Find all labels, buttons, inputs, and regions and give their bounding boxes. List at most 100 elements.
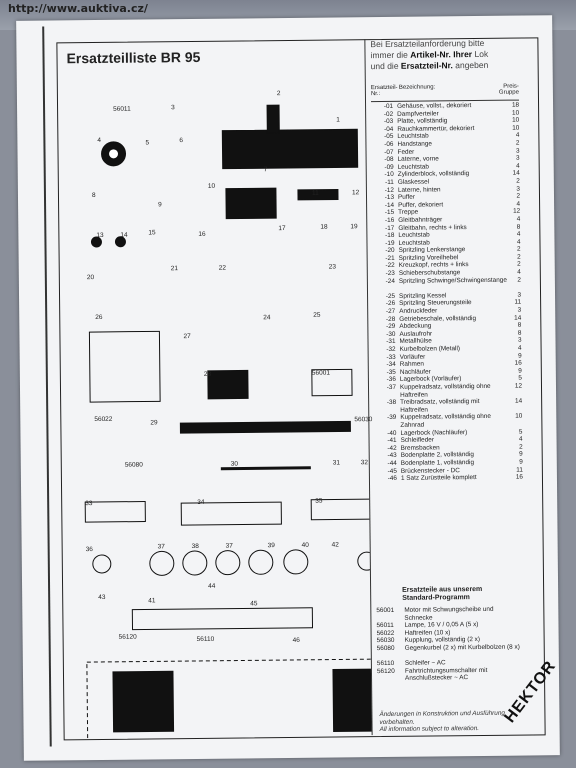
parts-cell-g: 10 (512, 124, 520, 132)
parts-cell-g: 16 (514, 359, 522, 367)
callout-label: 32 (360, 459, 369, 467)
callout-label: 56110 (196, 635, 215, 643)
standard-cell-d: Fahrtrichtungsumschalter mit Anschlußste… (404, 666, 488, 683)
callout-label: 10 (207, 182, 216, 190)
parts-cell-g: 4 (516, 230, 521, 238)
parts-cell-g: 2 (516, 245, 521, 253)
callout-label: 3 (171, 104, 175, 112)
callout-label: 25 (313, 311, 321, 319)
parts-cell-g: 10 (512, 116, 520, 124)
parts-cell-d: Kuppelradsatz, vollständig ohne Haftreif… (399, 382, 491, 399)
callout-label: 15 (148, 229, 156, 237)
callout-label: 27 (183, 333, 191, 341)
watermark-url: http://www.auktiva.cz/ (8, 2, 148, 15)
callout-label: 4 (97, 136, 102, 144)
callout-label: 19 (350, 223, 358, 231)
parts-cell-g: 9 (518, 367, 522, 375)
callout-label: 31 (332, 459, 341, 467)
parts-cell-g: 3 (516, 154, 520, 162)
standard-parts-row: 56001 Motor mit Schwungscheibe und Schnec… (376, 606, 524, 623)
parts-cell-g: 8 (516, 223, 521, 231)
callout-label: 56120 (118, 633, 137, 641)
callout-label: 42 (331, 541, 339, 549)
parts-cell-g: 4 (517, 268, 521, 276)
callout-label: 21 (170, 265, 179, 273)
callout-label: 2 (276, 90, 281, 98)
callout-label: 18 (320, 223, 328, 231)
callout-label: 22 (218, 264, 227, 272)
callout-label: 43 (98, 593, 106, 601)
callout-label: 14 (120, 231, 128, 239)
callout-label: 56022 (94, 415, 113, 424)
valve-gear-sprue (88, 330, 161, 403)
callout-label: 5 (145, 139, 150, 147)
parts-cell-g: 14 (514, 314, 522, 322)
parts-cell-g: 8 (517, 321, 522, 329)
parts-cell-g: 4 (516, 162, 520, 170)
parts-cell-g: 4 (515, 131, 520, 139)
locomotive-body (221, 128, 359, 170)
header-nr: Ersatzteil-Nr.: (370, 84, 398, 98)
callout-label: 38 (191, 542, 199, 551)
parts-cell-n: -46 (387, 474, 397, 483)
callout-label: 33 (85, 500, 93, 508)
parts-cell-g: 2 (517, 276, 521, 284)
exploded-parts-diagram (84, 104, 372, 739)
callout-label: 56011 (113, 105, 131, 113)
parts-cell-g: 5 (518, 374, 522, 382)
standard-cell-d: Motor mit Schwungscheibe und Schnecke (404, 605, 494, 622)
parts-cell-g: 3 (515, 147, 520, 155)
parts-cell-n: -24 (385, 277, 395, 285)
callout-label: 41 (148, 597, 156, 605)
gearbox (207, 369, 249, 400)
parts-cell-g: 2 (515, 139, 520, 147)
standard-cell-n: 56080 (376, 644, 395, 653)
parts-cell-g: 3 (516, 185, 520, 193)
parts-cell-g: 2 (517, 253, 521, 261)
callout-label: 16 (198, 230, 206, 238)
standard-cell-d: Gegenkurbel (2 x) mit Kurbelbolzen (8 x) (404, 643, 520, 652)
parts-cell-d: 1 Satz Zurüstteile komplett (400, 474, 477, 482)
callout-label: 12 (351, 189, 360, 197)
parts-cell-g: 9 (519, 450, 523, 458)
parts-cell-g: 4 (518, 435, 523, 443)
header-desc: Bezeichnung: (398, 84, 436, 91)
callout-label: 37 (157, 543, 165, 551)
parts-cell-g: 9 (518, 352, 522, 360)
callout-label: 35 (315, 497, 323, 505)
parts-cell-d: Treibradsatz, vollständig mit Haftreifen (400, 398, 480, 414)
callout-label: 34 (197, 498, 205, 506)
callout-label: 17 (278, 225, 286, 233)
callout-label: 56030 (354, 416, 373, 424)
callout-label: 6 (179, 137, 184, 145)
order-hint: Bei Ersatzteilanforderung bitte immer di… (370, 37, 489, 72)
callout-label: 40 (301, 541, 309, 549)
footer-note: Änderungen in Konstruktion und Ausführun… (379, 709, 506, 734)
parts-cell-g: 2 (519, 443, 523, 451)
binding-line (42, 26, 52, 747)
callout-label: 24 (263, 314, 271, 322)
header-group: Preis-Gruppe (498, 83, 519, 96)
standard-cell-n: 56001 (376, 606, 395, 615)
parts-cell-g: 14 (512, 169, 520, 177)
wheelsets (92, 549, 372, 576)
cylinder-block (225, 187, 277, 220)
boiler-glass (297, 188, 339, 201)
parts-cell-g: 11 (514, 298, 522, 307)
callout-label: 37 (225, 542, 233, 550)
parts-cell-g: 14 (515, 397, 523, 405)
callout-label: 13 (96, 231, 104, 239)
parts-cell-g: 16 (515, 473, 523, 481)
parts-cell-d: Kuppelradsatz, vollständig ohne Zahnrad (400, 413, 491, 429)
motor (311, 368, 353, 397)
callout-label: 56080 (124, 461, 143, 469)
callout-label: 36 (85, 546, 93, 554)
parts-cell-g: 8 (517, 329, 522, 337)
smokebox-stack (266, 104, 280, 134)
